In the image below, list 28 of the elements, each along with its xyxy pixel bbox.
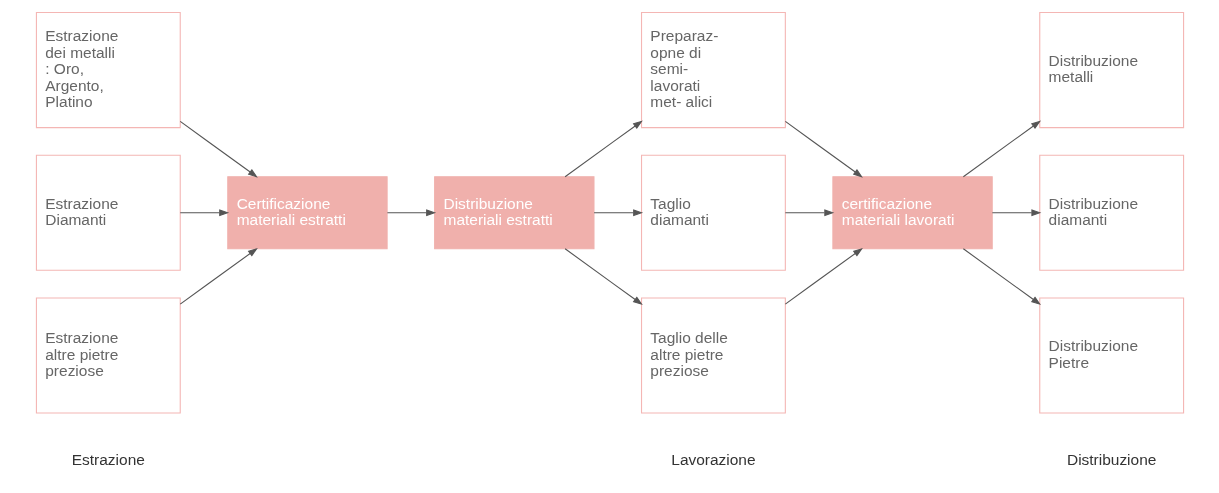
arrow: [179, 209, 229, 217]
arrow: [784, 247, 863, 305]
node-box: Distribuzione diamanti: [1038, 154, 1184, 271]
node-box: Preparaz- opne di semi- lavorati met- alici: [640, 11, 786, 129]
arrow: [991, 209, 1041, 217]
node-box: Distribuzione materiali estratti: [433, 176, 594, 250]
arrow: [386, 209, 436, 217]
label: Lavorazione: [670, 450, 756, 468]
arrow: [784, 120, 863, 178]
node-box: certificazione materiali lavorati: [831, 176, 993, 250]
arrow: [179, 120, 258, 178]
arrow: [962, 120, 1041, 178]
arrow: [564, 248, 643, 306]
node-box: Estrazione Diamanti: [35, 154, 181, 271]
label: Estrazione: [71, 450, 145, 468]
label: Distribuzione: [1066, 450, 1156, 468]
node-box: Certificazione materiali estratti: [226, 176, 388, 250]
node-box: Distribuzione metalli: [1038, 11, 1184, 129]
node-box: Estrazione dei metalli : Oro, Argento, Platino: [35, 11, 181, 129]
arrow: [962, 248, 1041, 306]
node-box: Taglio diamanti: [640, 154, 786, 271]
arrow: [179, 247, 258, 305]
arrow: [593, 209, 643, 217]
node-box: Taglio delle altre pietre preziose: [640, 297, 786, 414]
node-box: Distribuzione Pietre: [1038, 297, 1184, 414]
node-box: Estrazione altre pietre preziose: [35, 297, 181, 414]
arrow: [564, 120, 643, 178]
arrow: [784, 209, 834, 217]
